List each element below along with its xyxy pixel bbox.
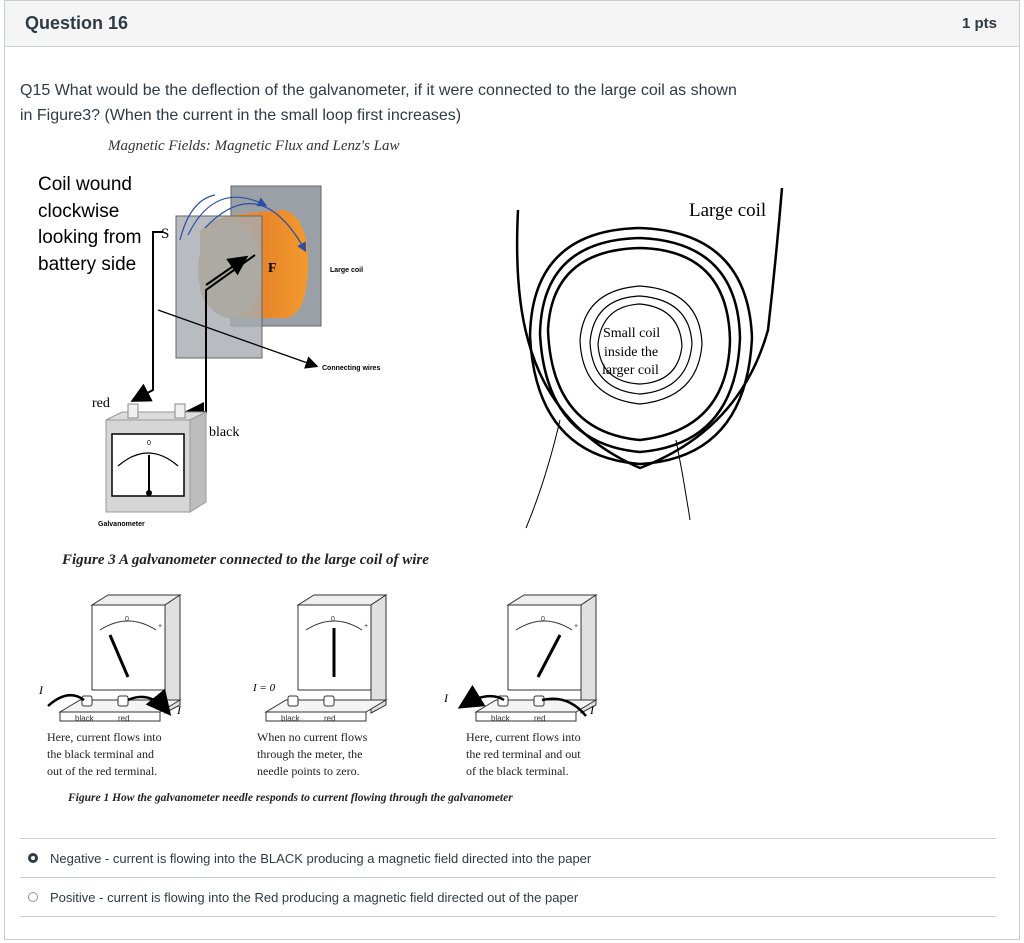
label-f: F — [268, 261, 277, 276]
radio-unselected-icon[interactable] — [28, 892, 38, 902]
svg-text:red: red — [534, 714, 546, 723]
svg-text:black: black — [491, 714, 511, 723]
svg-text:I: I — [38, 683, 44, 697]
svg-text:+: + — [364, 623, 368, 630]
figure3-header: Magnetic Fields: Magnetic Flux and Lenz'… — [107, 138, 400, 154]
question-text: Q15 What would be the deflection of the … — [20, 82, 737, 124]
field-arrow — [187, 196, 268, 236]
answer-option-negative[interactable]: Negative - current is flowing into the B… — [20, 838, 996, 877]
field-arrow — [204, 203, 307, 253]
question-header: Question 16 1 pts — [5, 1, 1019, 47]
figure1-caption: Figure 1 How the galvanometer needle res… — [67, 792, 513, 804]
small-coil-label: Small coil inside the larger coil — [602, 326, 660, 378]
svg-text:When no current flows: When no current flows — [257, 730, 368, 744]
svg-text:battery side: battery side — [38, 254, 136, 275]
galvo-zero: 0 — [147, 440, 151, 447]
figure3-caption: Figure 3 A galvanometer connected to the… — [61, 552, 429, 568]
answer-label: Positive - current is flowing into the R… — [50, 889, 579, 905]
svg-text:needle points to zero.: needle points to zero. — [257, 764, 360, 778]
field-arrow — [179, 194, 216, 241]
svg-text:black: black — [75, 714, 95, 723]
svg-text:I: I — [589, 703, 595, 717]
svg-text:the red terminal and out: the red terminal and out — [466, 747, 581, 761]
figure1-meter-3: 0 + I I black red — [443, 594, 598, 723]
svg-text:0: 0 — [125, 616, 129, 623]
galvanometer: 0 — [105, 403, 207, 513]
svg-text:clockwise: clockwise — [38, 201, 119, 222]
svg-text:0: 0 — [331, 616, 335, 623]
svg-text:black: black — [281, 714, 301, 723]
figure-3-illustration: Magnetic Fields: Magnetic Flux and Lenz'… — [38, 138, 784, 804]
svg-text:the black terminal and: the black terminal and — [47, 747, 154, 761]
svg-text:larger coil: larger coil — [602, 363, 659, 378]
svg-text:Small coil: Small coil — [603, 326, 660, 341]
svg-text:0: 0 — [541, 616, 545, 623]
label-s: S — [161, 226, 169, 242]
figure1-meter-2: 0 + I = 0 black red — [252, 594, 388, 723]
svg-text:looking from: looking from — [38, 227, 142, 248]
question-points: 1 pts — [961, 15, 997, 32]
svg-text:red: red — [324, 714, 336, 723]
svg-text:through the meter, the: through the meter, the — [257, 747, 363, 761]
answer-label: Negative - current is flowing into the B… — [50, 850, 592, 866]
figure1-descriptions: Here, current flows into the black termi… — [47, 730, 581, 778]
svg-text:Here, current flows into: Here, current flows into — [466, 730, 581, 744]
svg-text:+: + — [574, 623, 578, 630]
label-connecting-wires: Connecting wires — [322, 365, 380, 372]
question-title: Question 16 — [25, 13, 129, 33]
svg-text:of the black terminal.: of the black terminal. — [466, 764, 569, 778]
label-large-coil-small: Large coil — [330, 267, 363, 274]
wire-arrow — [205, 255, 249, 286]
svg-text:+: + — [158, 623, 162, 630]
svg-text:inside the: inside the — [604, 345, 658, 360]
front-plate — [175, 215, 263, 359]
svg-text:red: red — [118, 714, 130, 723]
answer-list: Negative - current is flowing into the B… — [20, 838, 996, 917]
svg-text:I: I — [443, 691, 449, 705]
right-large-coil-label: Large coil — [689, 200, 766, 221]
svg-text:Coil wound: Coil wound — [38, 174, 132, 195]
radio-selected-icon[interactable] — [28, 853, 38, 863]
svg-text:out of the red terminal.: out of the red terminal. — [47, 764, 157, 778]
wire-red — [130, 231, 163, 402]
coil-diagram — [515, 187, 784, 529]
svg-text:I: I — [176, 703, 182, 717]
label-galvanometer: Galvanometer — [98, 521, 145, 528]
svg-text:Here, current flows into: Here, current flows into — [47, 730, 162, 744]
answer-option-positive[interactable]: Positive - current is flowing into the R… — [20, 877, 996, 917]
label-red: red — [92, 396, 110, 411]
coil-note: Coil wound clockwise looking from batter… — [38, 174, 142, 275]
svg-text:I = 0: I = 0 — [252, 682, 276, 694]
label-black: black — [209, 425, 239, 440]
figure1-meter-1: 0 + I I black red — [38, 594, 182, 723]
connecting-wire-pointer — [157, 309, 319, 369]
